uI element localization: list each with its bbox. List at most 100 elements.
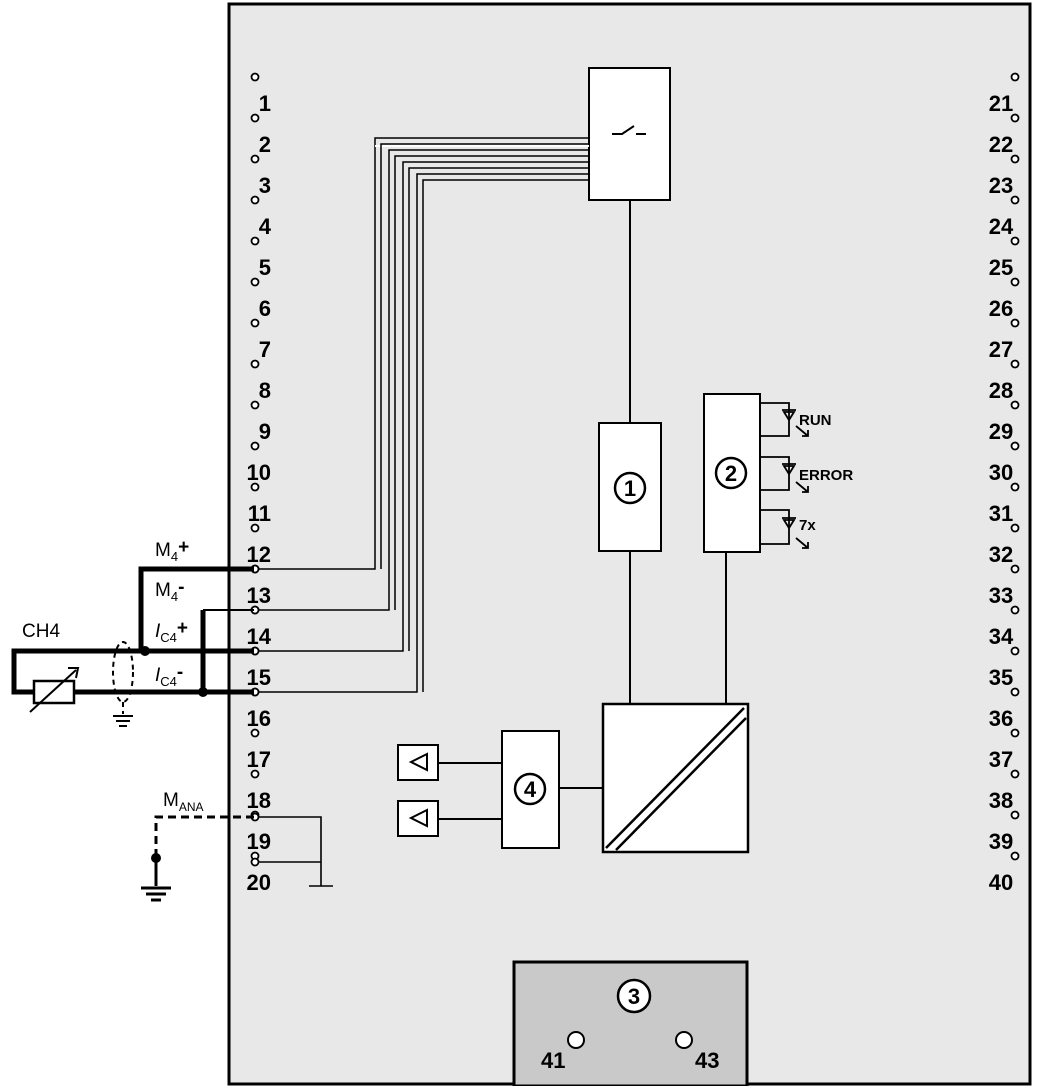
terminal-label: 14 (247, 624, 272, 649)
terminal-screw-icon (1010, 482, 1020, 492)
terminal-screw-icon (1010, 441, 1020, 451)
terminal-label: 30 (989, 460, 1013, 485)
terminal-screw-icon (1010, 523, 1020, 533)
output-2-triangle-icon (408, 808, 428, 828)
channel-label: CH4 (22, 621, 60, 642)
led-error-label: ERROR (799, 467, 853, 484)
terminal-label: 37 (989, 747, 1013, 772)
terminal-screw-icon (250, 441, 260, 451)
terminal-screw-icon (1010, 277, 1020, 287)
terminal-label: 15 (247, 665, 271, 690)
junction-dot (140, 646, 150, 656)
mana-junction-dot (151, 853, 161, 863)
terminal-screw-icon (1010, 605, 1020, 615)
terminal-label: 38 (989, 788, 1013, 813)
terminal-screw-icon (1010, 851, 1020, 861)
converter-diagonal-1 (605, 707, 745, 849)
ic4-minus-label: IC4- (155, 662, 183, 689)
terminal-screw-icon (1010, 318, 1020, 328)
block-4-number: 4 (524, 777, 537, 802)
terminal-label: 21 (989, 91, 1013, 116)
terminal-label: 26 (989, 296, 1013, 321)
terminal-label: 11 (248, 501, 271, 526)
converter-diagonal-2 (615, 717, 747, 851)
terminal-screw-icon (250, 728, 260, 738)
terminal-label: 39 (989, 829, 1013, 854)
internal-wires (259, 137, 589, 693)
block-1-number: 1 (624, 476, 636, 501)
terminal-screw-icon (250, 277, 260, 287)
terminal-label: 36 (989, 706, 1013, 731)
terminal-label: 12 (247, 542, 271, 567)
junction-dot (198, 687, 208, 697)
pin-43-label: 43 (695, 1048, 719, 1073)
output-1 (397, 744, 439, 781)
terminal-screw-icon (250, 482, 260, 492)
led-7x (760, 509, 809, 549)
terminal-label: 8 (259, 378, 271, 403)
terminal-screw-icon (1010, 113, 1020, 123)
terminal-label: 32 (989, 542, 1013, 567)
terminal-screw-icon (1010, 769, 1020, 779)
internal-wires-inner (380, 143, 589, 692)
terminal-screw-icon (1010, 236, 1020, 246)
internal-ground-bus (259, 816, 333, 887)
terminal-screw-icon (250, 318, 260, 328)
terminal-screw-icon (250, 113, 260, 123)
block-2-circle (714, 456, 748, 490)
terminal-label: 25 (989, 255, 1013, 280)
shield-ground-icon (113, 715, 133, 727)
terminal-label: 34 (989, 624, 1014, 649)
m4-minus-label: M4- (155, 577, 184, 604)
block-3-number: 3 (628, 984, 640, 1009)
block-1-circle (613, 471, 647, 505)
block-2 (703, 393, 761, 553)
led-error (760, 456, 809, 493)
block-3-circle (616, 978, 652, 1014)
led-7x-label: 7x (799, 517, 816, 534)
terminal-screw-icon (1010, 564, 1020, 574)
terminal-connection-icon (250, 857, 260, 867)
led-run-label: RUN (799, 412, 832, 429)
terminal-label: 24 (989, 214, 1014, 239)
terminal-label: 20 (247, 870, 271, 895)
terminal-screw-icon (1010, 646, 1020, 656)
switch-symbol (612, 125, 646, 135)
terminal-screw-icon (1010, 728, 1020, 738)
terminal-label: 33 (989, 583, 1013, 608)
output-2 (397, 800, 439, 837)
terminal-screw-icon (250, 359, 260, 369)
ic4-plus-label: IC4+ (155, 618, 188, 645)
terminal-label: 9 (259, 419, 271, 444)
terminal-label: 19 (247, 829, 271, 854)
cable-shield-icon (112, 641, 134, 714)
terminal-screw-icon (1010, 195, 1020, 205)
terminal-label: 13 (247, 583, 271, 608)
terminal-label: 40 (989, 870, 1013, 895)
mana-label: MANA (163, 790, 204, 814)
pin-41-hole (567, 1031, 585, 1049)
external-sensor-wiring (11, 566, 254, 695)
terminal-label: 7 (259, 337, 271, 362)
terminal-label: 35 (989, 665, 1013, 690)
terminal-screw-icon (250, 523, 260, 533)
terminal-label: 22 (989, 132, 1013, 157)
output-1-triangle-icon (408, 752, 428, 772)
mana-ground-wire (154, 815, 254, 855)
terminal-label: 28 (989, 378, 1013, 403)
terminal-label: 17 (247, 747, 271, 772)
terminal-label: 29 (989, 419, 1013, 444)
terminal-screw-icon (1010, 154, 1020, 164)
terminal-screw-icon (250, 72, 260, 82)
m4-plus-label: M4+ (155, 537, 189, 564)
terminal-screw-icon (1010, 72, 1020, 82)
mana-ground-icon (141, 862, 171, 902)
terminal-label: 18 (247, 788, 271, 813)
multiplexer-block (588, 67, 671, 201)
terminal-screw-icon (250, 195, 260, 205)
terminal-screw-icon (250, 236, 260, 246)
terminal-screw-icon (1010, 810, 1020, 820)
terminal-label: 3 (259, 173, 271, 198)
